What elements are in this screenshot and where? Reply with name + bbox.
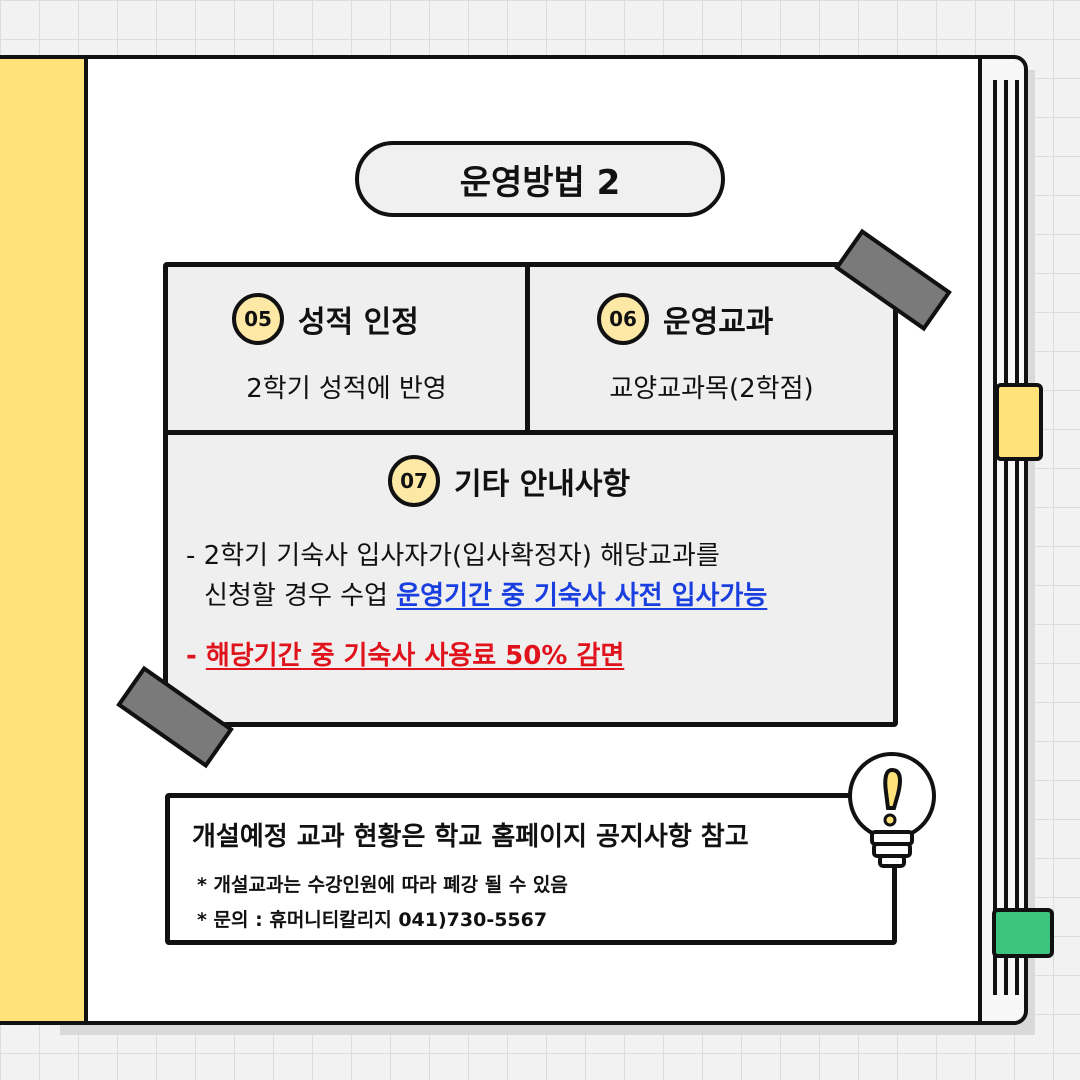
divider [163,430,898,435]
section-course-body: 교양교과목(2학점) [609,374,814,404]
bullet-line: - 해당기간 중 기숙사 사용료 50% 감면 [186,636,886,676]
number-badge: 05 [232,293,284,345]
divider [525,262,530,434]
bookmark-tab-green [992,908,1054,958]
bullet-text: 신청할 경우 수업 [204,581,397,611]
notice-sub-text: * 개설교과는 수강인원에 따라 폐강 될 수 있음 [197,874,568,896]
bullet-line: - 2학기 기숙사 입사자가(입사확정자) 해당교과를 [186,541,720,571]
info-box [163,262,898,727]
highlight-blue-text: 운영기간 중 기숙사 사전 입사가능 [396,581,768,611]
number-badge: 06 [597,293,649,345]
bullet-line: 신청할 경우 수업 운영기간 중 기숙사 사전 입사가능 [186,576,886,616]
notice-main-text: 개설예정 교과 현황은 학교 홈페이지 공지사항 참고 [192,822,749,852]
number-badge: 07 [388,455,440,507]
section-etc-heading: 07 기타 안내사항 [388,455,630,507]
section-title: 성적 인정 [298,305,419,340]
etc-bullets: - 2학기 기숙사 입사자가(입사확정자) 해당교과를 신청할 경우 수업 운영… [186,536,886,676]
bookmark-tab-yellow [995,383,1043,461]
page-edge-line [1015,80,1019,995]
highlight-red-text: 해당기간 중 기숙사 사용료 50% 감면 [205,641,625,671]
section-course-heading: 06 운영교과 [597,293,773,345]
notice-box [165,793,897,945]
section-title: 기타 안내사항 [454,467,631,502]
lightbulb-icon [848,752,936,868]
page-title: 운영방법 2 [355,141,725,217]
section-grade-body: 2학기 성적에 반영 [246,374,447,404]
section-title: 운영교과 [663,305,774,340]
page-edge-line [993,80,997,995]
notice-sub-text: * 문의 : 휴머니티칼리지 041)730-5567 [197,909,548,931]
section-grade-heading: 05 성적 인정 [232,293,419,345]
bullet-dash: - [186,641,206,671]
page-edge-line [1004,80,1008,995]
notebook-cover [0,55,90,1025]
